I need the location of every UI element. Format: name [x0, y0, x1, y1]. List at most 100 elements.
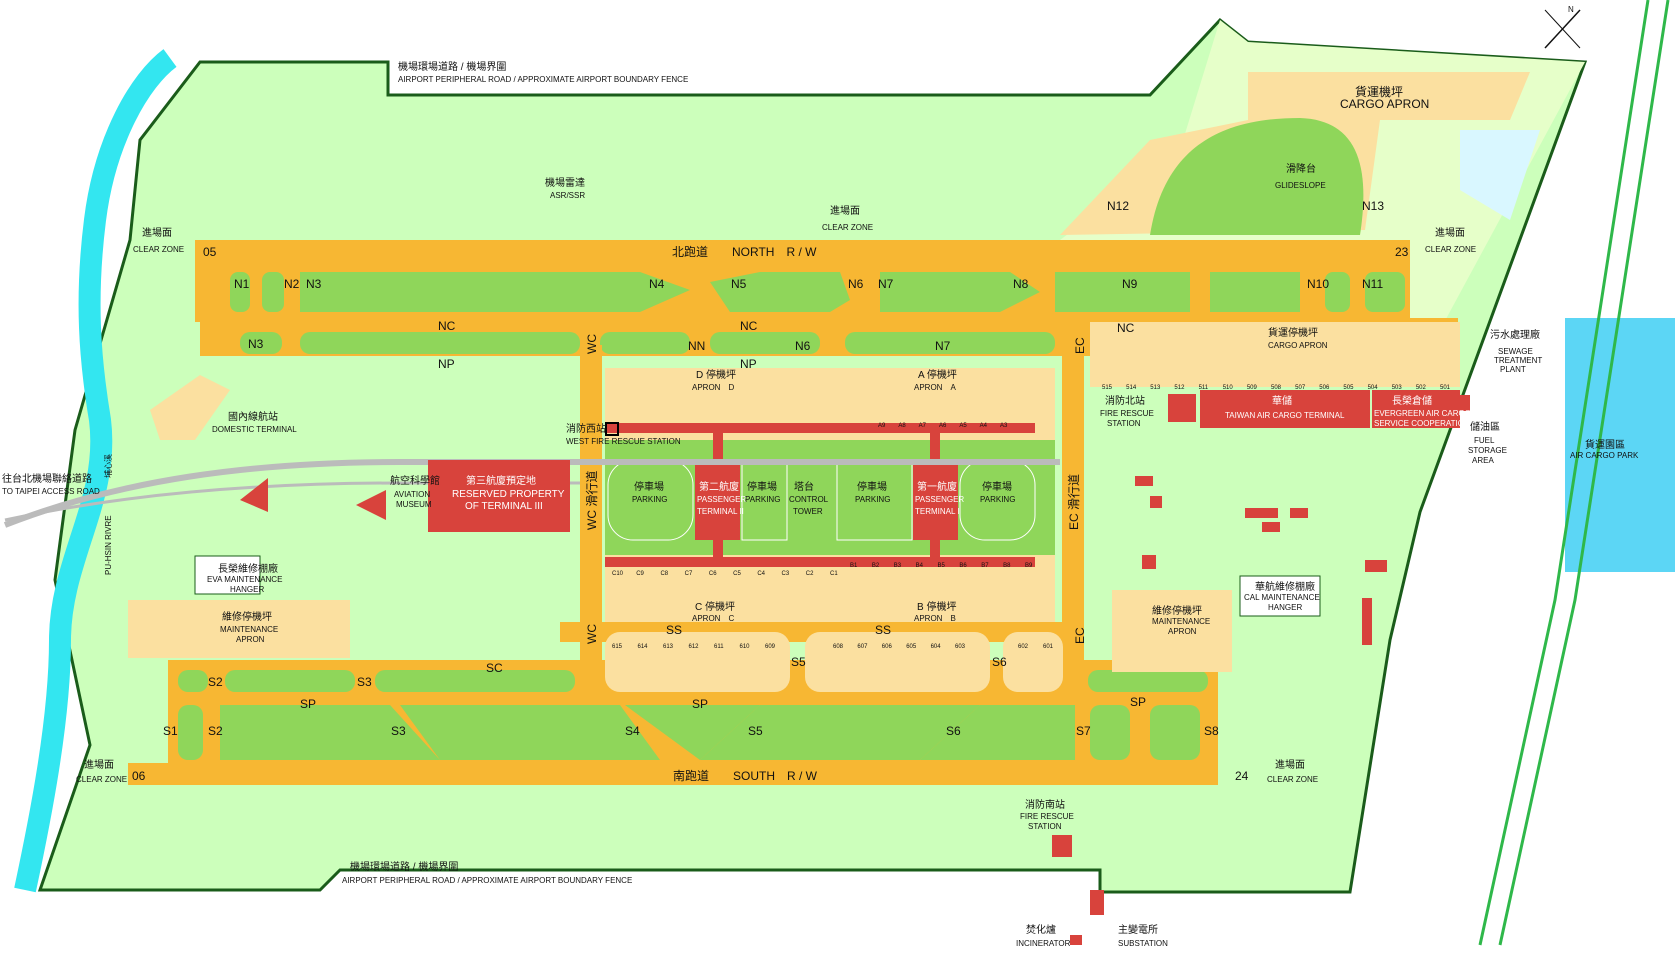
parking-mid2 [836, 459, 913, 541]
incinerator-zh: 焚化爐 [1026, 923, 1056, 936]
cargo-gate-label: 505 [1343, 385, 1354, 391]
apron-c-en: APRON C [692, 614, 734, 623]
cargo-gate-label: 501 [1440, 385, 1451, 391]
apron-a-zh: A 停機坪 [918, 368, 957, 381]
substation-zh: 主變電所 [1118, 923, 1158, 936]
evergreen-cargo [1372, 390, 1460, 428]
taxiway-n1: N1 [234, 277, 250, 291]
terminal-1 [913, 460, 958, 540]
c-gate-label: C1 [830, 571, 838, 577]
clear-zone-se-zh: 進場面 [1275, 758, 1305, 771]
maintenance-apron-east [1112, 590, 1232, 672]
glideslope-en: GLIDESLOPE [1275, 181, 1326, 190]
boundary-top-zh: 機場環場道路 / 機場界圍 [398, 60, 506, 73]
clear-zone-sw-en: CLEAR ZONE [76, 775, 127, 784]
terminal-2 [695, 460, 740, 540]
remote-gate-label: 602 [1018, 644, 1029, 650]
t2-en1: PASSENGER [697, 495, 746, 504]
taxiway-ec-2: EC [1073, 627, 1087, 644]
t2-connector-s [713, 538, 723, 560]
east-support-buildings [1135, 395, 1470, 645]
apron-d-zh: D 停機坪 [696, 368, 736, 381]
rw06-label: 06 [132, 769, 146, 783]
t2-zh: 第二航廈 [699, 480, 739, 493]
cargo-gate-label: 514 [1126, 385, 1137, 391]
east-highway [1478, 0, 1670, 946]
parking-2-zh: 停車場 [747, 480, 777, 493]
drain-water [1460, 130, 1540, 220]
museum-zh: 航空科學館 [390, 474, 440, 487]
ec-vertical-label: EC 滑行道 [1067, 474, 1081, 530]
a-gate-label: A3 [1000, 423, 1008, 429]
c-gate-label: C9 [636, 571, 644, 577]
taiwan-cargo-en: TAIWAN AIR CARGO TERMINAL [1225, 411, 1345, 420]
t1-connector-s [930, 538, 940, 560]
b-gate-label: B2 [872, 563, 880, 569]
clear-zone-n-zh: 進場面 [830, 204, 860, 217]
terminal-3-reserved [428, 460, 570, 532]
north-runway-en: NORTH R / W [732, 245, 817, 259]
domestic-terminal-zh: 國內線航站 [228, 410, 278, 423]
cargo-apron-zh: 貨運機坪 [1355, 84, 1403, 99]
taxiway-nn: NN [688, 339, 705, 353]
cargo-gate-label: 504 [1368, 385, 1379, 391]
taxiway-s3: S3 [357, 675, 372, 689]
clear-zone-ne-en: CLEAR ZONE [1425, 245, 1476, 254]
south-runway-zh: 南跑道 [673, 768, 709, 783]
a-gate-label: A8 [898, 423, 906, 429]
taxiway-s1: S1 [163, 724, 178, 738]
cargo-gate-label: 513 [1150, 385, 1161, 391]
taxiway-ec: EC [1073, 337, 1087, 354]
glideslope-area [1150, 118, 1364, 235]
c-gate-label: C2 [806, 571, 814, 577]
maint-apron-west-en2: APRON [236, 635, 265, 644]
cargo-gate-label: 507 [1295, 385, 1306, 391]
taxiway-s3b: S3 [391, 724, 406, 738]
a-gate-label: A4 [980, 423, 988, 429]
air-cargo-park-area [1565, 318, 1675, 572]
taxiway-n3b: N3 [248, 337, 264, 351]
maint-apron-east-en1: MAINTENANCE [1152, 617, 1210, 626]
taxiway-sp-2: SP [692, 697, 708, 711]
maint-apron-west-zh: 維修停機坪 [222, 610, 272, 623]
taxiway-n12: N12 [1107, 199, 1129, 213]
c-gate-label: C5 [733, 571, 741, 577]
north-runway-zh: 北跑道 [672, 245, 708, 259]
t3-zh: 第三航廈預定地 [466, 474, 536, 487]
cargo-gate-label: 508 [1271, 385, 1282, 391]
taxiway-s2: S2 [208, 675, 223, 689]
parking-1-en: PARKING [632, 495, 667, 504]
apron-c-zh: C 停機坪 [695, 600, 735, 613]
t1-en2: TERMINAL I [915, 507, 960, 516]
b-gate-label: B9 [1025, 563, 1033, 569]
south-fire-station-bldg [1052, 835, 1072, 857]
evergreen-zh: 長榮倉儲 [1392, 394, 1432, 407]
west-fire-zh: 消防西站 [566, 422, 606, 435]
river-en: PU-HSIN RIVRE [104, 515, 113, 575]
rw24-label: 24 [1235, 769, 1249, 783]
north-fire-en1: FIRE RESCUE [1100, 409, 1154, 418]
south-fire-zh: 消防南站 [1025, 798, 1065, 811]
fuel-en3: AREA [1472, 456, 1494, 465]
evergreen-en2: SERVICE COOPERATION [1374, 419, 1470, 428]
cargo-gate-label: 506 [1319, 385, 1330, 391]
taxiway-n11: N11 [1362, 277, 1383, 291]
remote-gate-label: 604 [931, 644, 942, 650]
south-fire-en2: STATION [1028, 822, 1062, 831]
taxiway-n9: N9 [1122, 277, 1138, 291]
maint-apron-east-zh: 維修停機坪 [1152, 604, 1202, 617]
fuel-en2: STORAGE [1468, 446, 1507, 455]
taxiway-s8: S8 [1204, 724, 1219, 738]
taxiway-n13: N13 [1362, 199, 1384, 213]
t1-connector-n [930, 430, 940, 462]
tower-zh: 塔台 [794, 480, 814, 493]
remote-gate-label: 609 [765, 644, 776, 650]
cargo-gate-label: 503 [1392, 385, 1403, 391]
apron-600-mid [805, 632, 990, 692]
parking-mid1 [741, 459, 788, 541]
north-arrow-label: N [1568, 5, 1574, 14]
taxiway-n4: N4 [649, 277, 665, 291]
b-gate-label: B6 [959, 563, 967, 569]
radar-en: ASR/SSR [550, 191, 585, 200]
north-arrow [1544, 9, 1581, 49]
